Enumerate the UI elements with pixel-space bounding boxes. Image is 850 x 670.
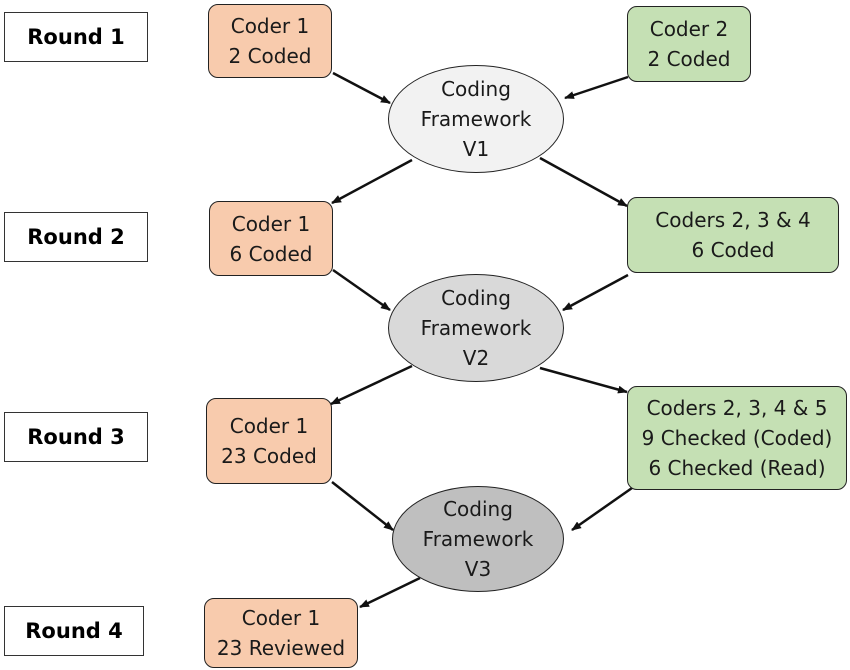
round-1-label: Round 1: [4, 12, 148, 62]
r3-coders-node: Coders 2, 3, 4 & 5 9 Checked (Coded) 6 C…: [627, 386, 847, 490]
r1-coder1-count: 2 Coded: [228, 44, 312, 68]
arrow-v2-to-r3-coders: [539, 366, 628, 394]
r1-coder1-node: Coder 1 2 Coded: [208, 4, 332, 78]
r3-coders-coded: 9 Checked (Coded): [641, 426, 833, 450]
r2-coders-names: Coders 2, 3 & 4: [655, 208, 811, 232]
r2-coders-count: 6 Coded: [691, 238, 775, 262]
arrow-r3-coders-to-v3: [571, 486, 633, 532]
r4-coder1-count: 23 Reviewed: [216, 636, 346, 660]
coding-framework-v3: Coding Framework V3: [392, 486, 564, 592]
round-4-label: Round 4: [4, 606, 144, 656]
r2-coder1-count: 6 Coded: [229, 241, 313, 266]
arrow-v1-to-r2-coders: [539, 156, 628, 208]
arrow-r2-coders-to-v2: [562, 273, 629, 312]
r1-coder1-name: Coder 1: [230, 14, 310, 38]
framework-v3-line2: Framework: [422, 527, 534, 551]
arrow-r1-coder2-to-v1: [564, 75, 629, 100]
r3-coders-read: 6 Checked (Read): [648, 456, 826, 480]
r3-coders-names: Coders 2, 3, 4 & 5: [646, 396, 828, 420]
r1-coder2-name: Coder 2: [649, 17, 729, 41]
r3-coder1-count: 23 Coded: [221, 444, 317, 468]
r2-coder1-name: Coder 1: [231, 211, 311, 236]
framework-v1-line2: Framework: [420, 107, 532, 131]
r1-coder2-count: 2 Coded: [647, 47, 731, 71]
r4-coder1-node: Coder 1 23 Reviewed: [204, 598, 358, 668]
r2-coders-node: Coders 2, 3 & 4 6 Coded: [627, 197, 839, 273]
coding-framework-v2: Coding Framework V2: [388, 274, 564, 382]
r4-coder1-name: Coder 1: [241, 606, 321, 630]
framework-v1-version: V1: [462, 137, 490, 161]
r3-coder1-name: Coder 1: [229, 414, 309, 438]
framework-v3-version: V3: [464, 557, 492, 581]
round-2-label: Round 2: [4, 212, 148, 262]
framework-v2-line1: Coding: [441, 286, 511, 310]
arrow-v1-to-r2-coder1: [331, 158, 413, 205]
arrow-r3-coder1-to-v3: [331, 481, 394, 531]
arrow-v3-to-r4-coder1: [359, 576, 421, 609]
framework-v3-line1: Coding: [443, 497, 513, 521]
round-3-label: Round 3: [4, 412, 148, 462]
r2-coder1-node: Coder 1 6 Coded: [209, 201, 333, 276]
r1-coder2-node: Coder 2 2 Coded: [627, 6, 751, 82]
arrow-v2-to-r3-coder1: [330, 364, 413, 406]
framework-v2-version: V2: [462, 346, 490, 370]
arrow-r1-coder1-to-v1: [332, 71, 391, 105]
r3-coder1-node: Coder 1 23 Coded: [206, 398, 332, 484]
framework-v1-line1: Coding: [441, 77, 511, 101]
coding-framework-v1: Coding Framework V1: [388, 65, 564, 173]
arrow-r2-coder1-to-v2: [332, 268, 391, 312]
framework-v2-line2: Framework: [420, 316, 532, 340]
